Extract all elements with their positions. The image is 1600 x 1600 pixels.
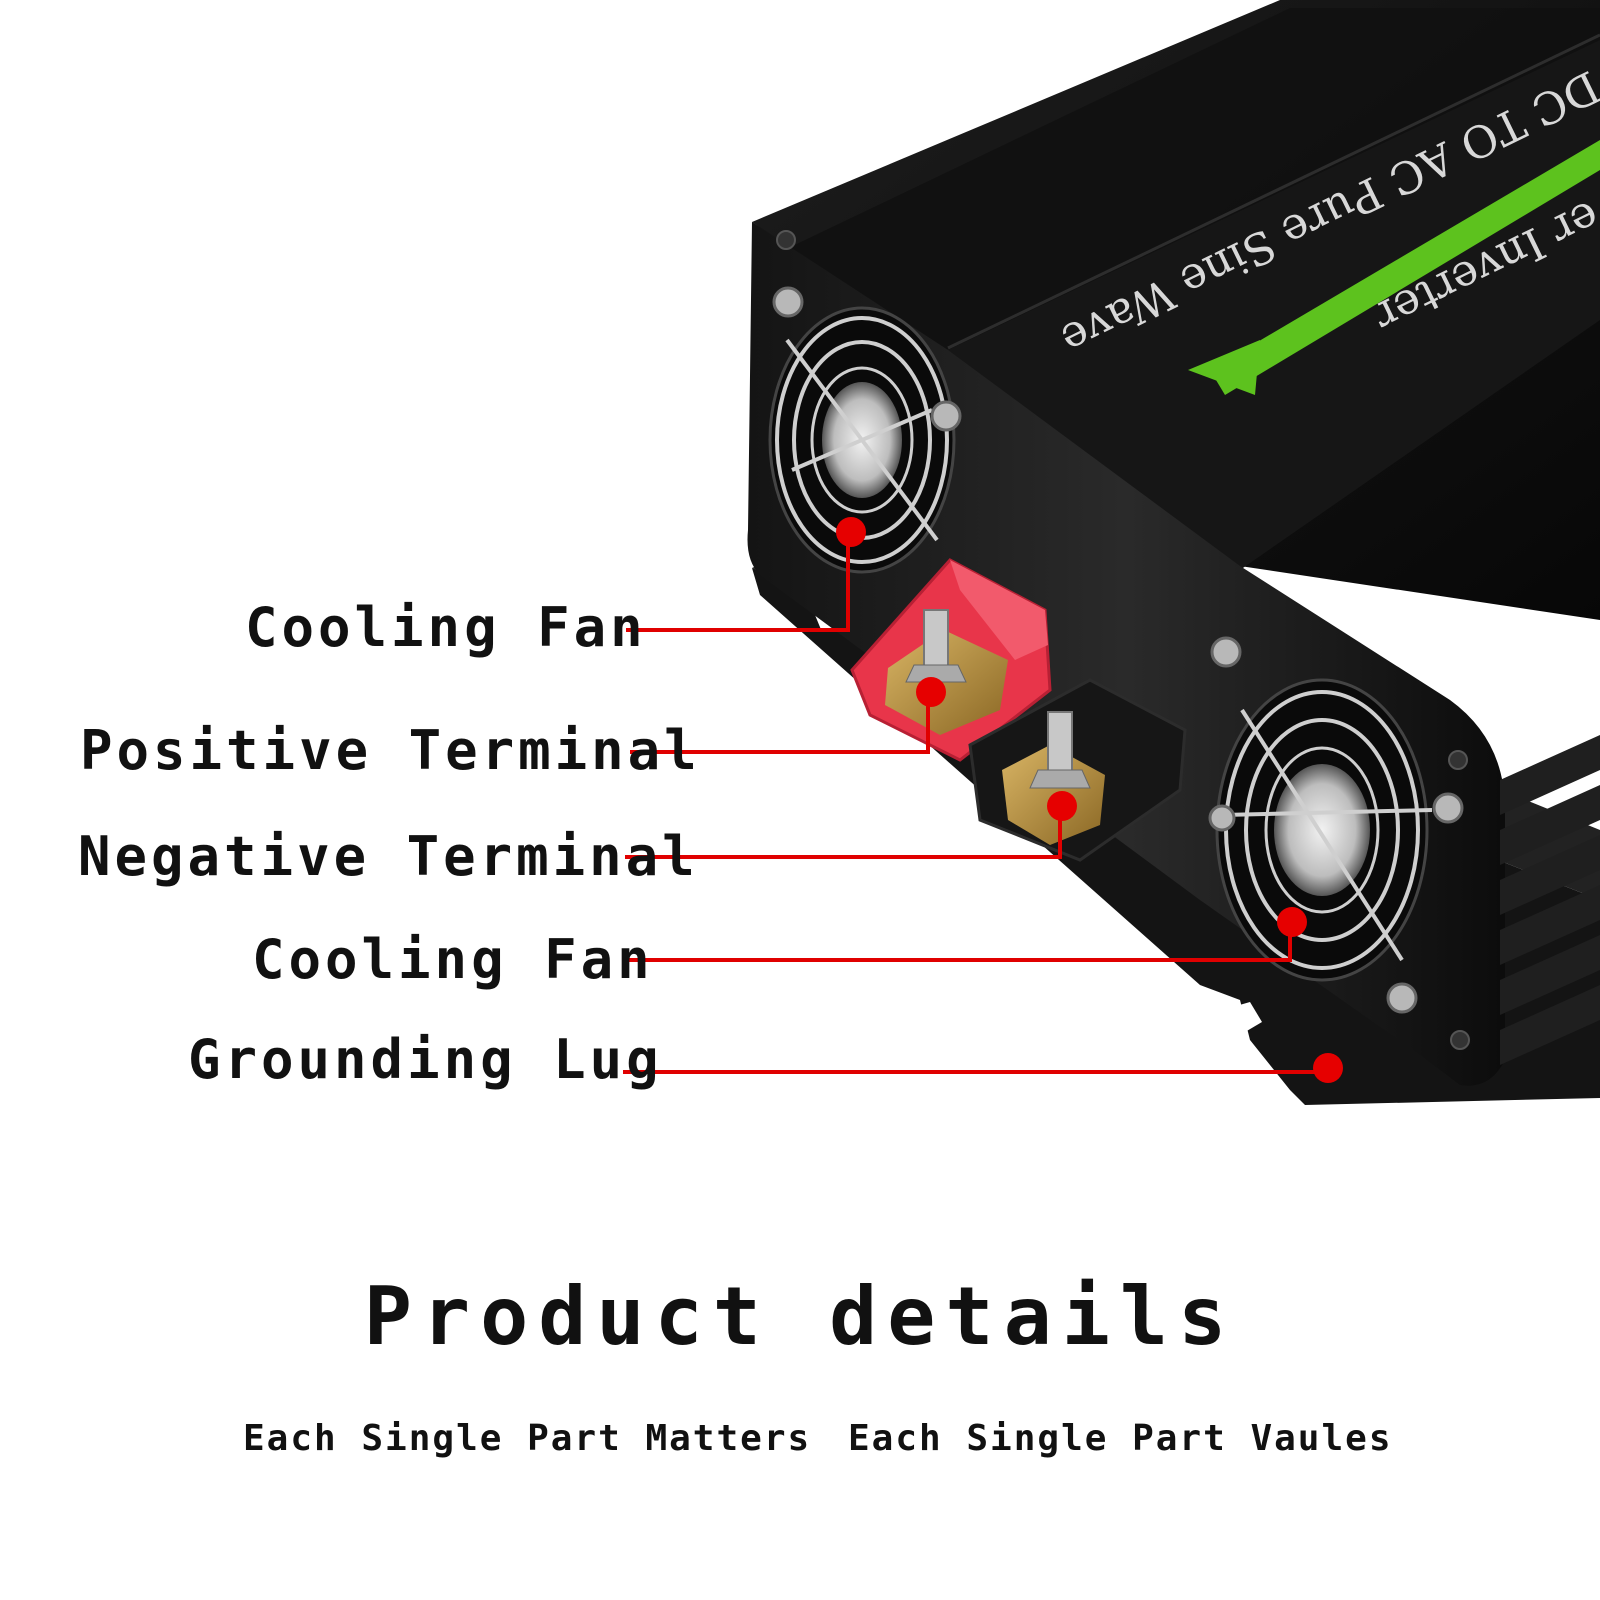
tagline-right: Each Single Part Vaules [848, 1418, 1393, 1459]
callout-label-negative-terminal: Negative Terminal [78, 825, 699, 888]
screw-icon [1448, 750, 1468, 770]
page-title: Product details [363, 1270, 1237, 1363]
inverter-top-face [752, 0, 1600, 620]
screw-icon [1450, 1030, 1470, 1050]
leader-cooling-fan-top [626, 532, 850, 632]
tagline-left: Each Single Part Matters [243, 1418, 812, 1459]
callout-label-positive-terminal: Positive Terminal [80, 719, 701, 782]
leader-negative-terminal [625, 806, 1062, 859]
screw-icon [776, 230, 796, 250]
callout-label-cooling-fan-bottom: Cooling Fan [252, 928, 654, 991]
cooling-fan-top [768, 286, 962, 574]
leader-positive-terminal [630, 692, 930, 754]
callout-dot [916, 677, 946, 707]
negative-terminal [968, 678, 1187, 862]
callout-dot [1277, 907, 1307, 937]
heatsink-fins [1500, 735, 1600, 1065]
callout-label-grounding-lug: Grounding Lug [188, 1028, 663, 1091]
positive-terminal [850, 558, 1052, 762]
cooling-fan-bottom [1208, 636, 1464, 1014]
callout-label-cooling-fan-top: Cooling Fan [245, 596, 647, 659]
callout-leaders [623, 517, 1343, 1083]
callout-dot [836, 517, 866, 547]
callout-dot [1313, 1053, 1343, 1083]
callout-dot [1047, 791, 1077, 821]
